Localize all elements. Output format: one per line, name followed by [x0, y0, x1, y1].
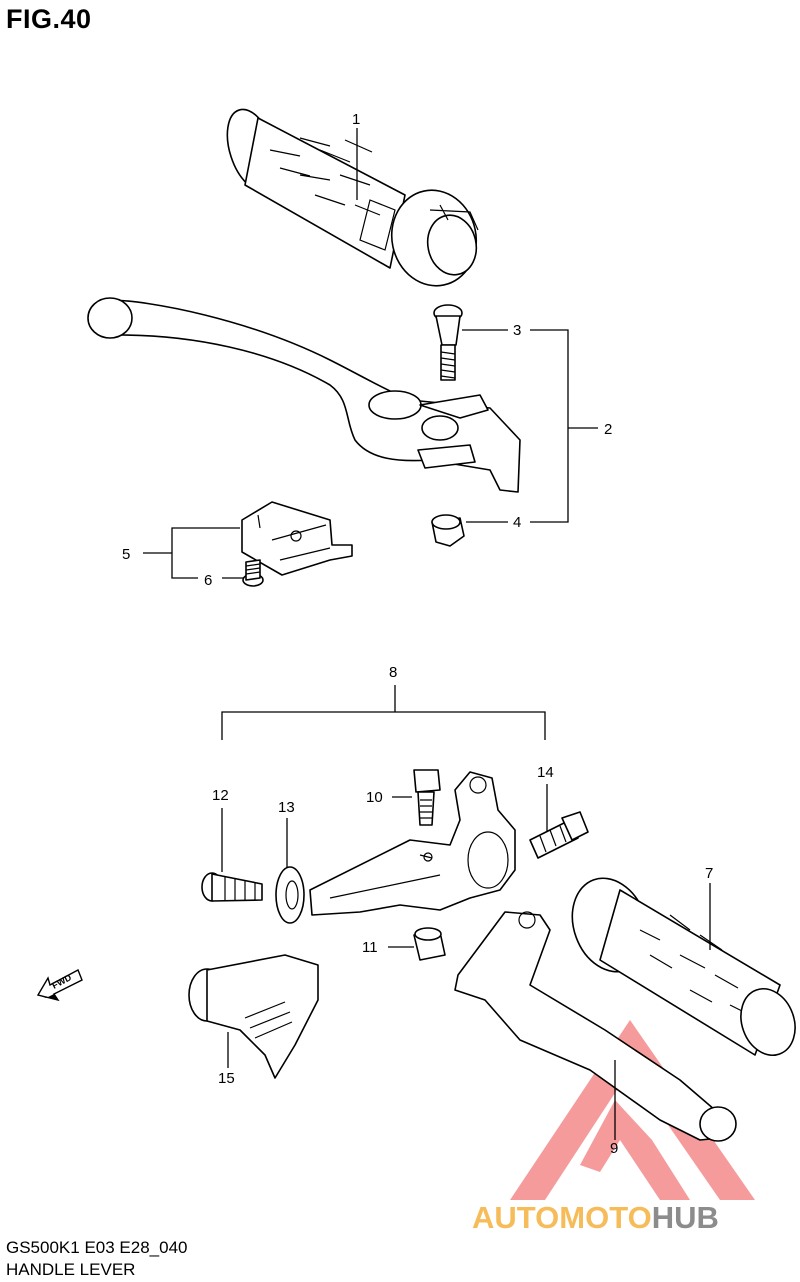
callout-14: 14: [537, 764, 554, 781]
callout-13: 13: [278, 799, 295, 816]
part-knurled-nut: [275, 866, 305, 924]
part-clutch-lever: [454, 911, 737, 1142]
part-bolt-10: [413, 769, 441, 826]
callout-8: 8: [389, 664, 397, 681]
callout-7: 7: [705, 865, 713, 882]
callout-numbers: 1 2 3 4 5 6 7 8 9 10 11 12 13 14 15: [122, 111, 713, 1157]
callout-2: 2: [604, 421, 612, 438]
callout-3: 3: [513, 322, 521, 339]
part-clutch-holder: [309, 771, 516, 916]
part-throttle-grip: [226, 108, 479, 287]
callout-4: 4: [513, 514, 521, 531]
part-nut: [431, 514, 465, 547]
callout-9: 9: [610, 1140, 618, 1157]
leader-lines: [143, 128, 711, 1140]
part-lever-boot: [188, 954, 319, 1079]
callout-12: 12: [212, 787, 229, 804]
part-brake-lever: [87, 297, 521, 493]
watermark-prefix: AUTOMOTO: [472, 1200, 652, 1235]
section-name: HANDLE LEVER: [6, 1260, 136, 1279]
fwd-arrow-icon: FWD: [36, 969, 83, 1002]
svg-text:AUTOMOTOHUB: AUTOMOTOHUB: [472, 1200, 719, 1235]
part-adjuster-bolt: [201, 872, 263, 902]
callout-10: 10: [366, 789, 383, 806]
model-code: GS500K1 E03 E28_040: [6, 1238, 188, 1257]
callout-11: 11: [362, 939, 378, 956]
watermark-suffix: HUB: [652, 1200, 719, 1235]
part-screw-small: [242, 559, 264, 587]
figure-title: FIG.40: [6, 4, 92, 34]
callout-15: 15: [218, 1070, 235, 1087]
part-left-grip: [571, 877, 796, 1056]
callout-1: 1: [352, 111, 360, 128]
part-pivot-bolt: [433, 304, 463, 381]
part-brake-switch: [241, 501, 353, 576]
part-screw-14: [529, 811, 589, 859]
watermark-text: AUTOMOTOHUB: [472, 1200, 719, 1235]
part-nut-11: [413, 927, 446, 961]
watermark-logo: [510, 1020, 755, 1200]
callout-6: 6: [204, 572, 212, 589]
callout-5: 5: [122, 546, 130, 563]
